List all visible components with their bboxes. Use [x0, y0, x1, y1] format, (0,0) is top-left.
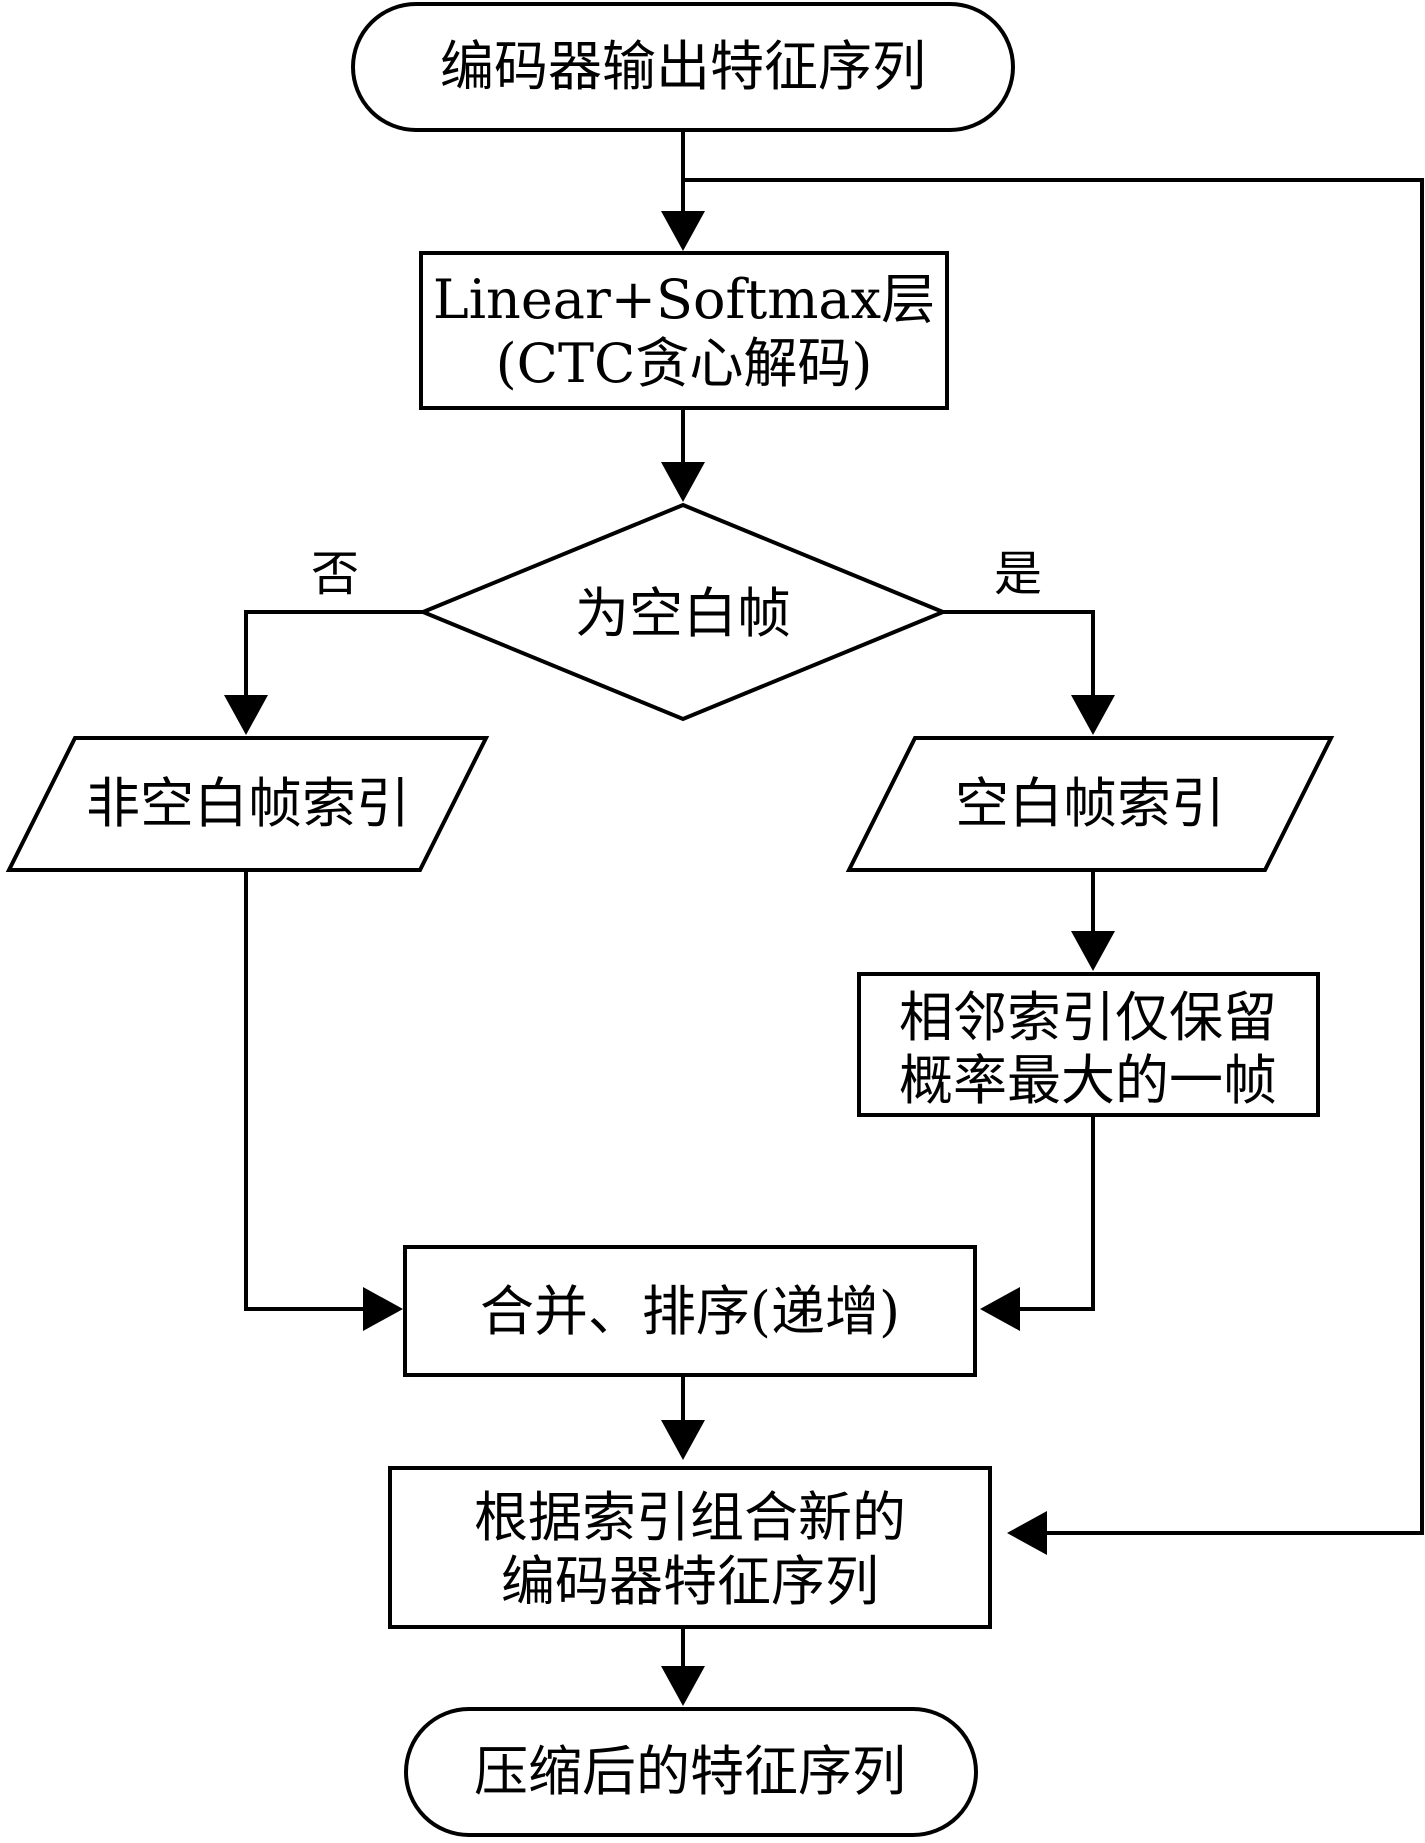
start-terminal-label: 编码器输出特征序列: [440, 35, 926, 98]
blank-index-data: 空白帧索引: [845, 736, 1335, 872]
arrowhead-to-nonblank: [224, 695, 268, 735]
arrowhead-to-decision: [661, 462, 705, 502]
merge-sort-label: 合并、排序(递增): [480, 1280, 900, 1343]
recombine-process: 根据索引组合新的 编码器特征序列: [388, 1466, 992, 1629]
linear-softmax-label-line1: Linear+Softmax层: [433, 268, 935, 331]
recombine-label-line2: 编码器特征序列: [501, 1550, 879, 1613]
branch-yes-label: 是: [994, 546, 1042, 602]
linear-softmax-process: Linear+Softmax层 (CTC贪心解码): [419, 251, 949, 410]
non-blank-index-data: 非空白帧索引: [5, 736, 490, 872]
arrowhead-to-end: [661, 1666, 705, 1706]
arrowhead-to-keepmax: [1071, 931, 1115, 971]
keep-max-prob-process: 相邻索引仅保留 概率最大的一帧: [857, 972, 1320, 1117]
arrowhead-to-linear: [661, 211, 705, 251]
linear-softmax-label-line2: (CTC贪心解码): [496, 332, 873, 395]
end-terminal: 压缩后的特征序列: [404, 1707, 978, 1837]
start-terminal: 编码器输出特征序列: [351, 2, 1015, 132]
arrowhead-to-recombine: [661, 1420, 705, 1460]
arrowhead-left-into-merge: [363, 1287, 403, 1331]
arrowhead-to-blank: [1071, 695, 1115, 735]
edge-decision-no: [244, 610, 423, 703]
branch-no-label: 否: [311, 546, 359, 602]
recombine-label-line1: 根据索引组合新的: [474, 1486, 906, 1549]
end-terminal-label: 压缩后的特征序列: [474, 1740, 906, 1803]
non-blank-index-label: 非空白帧索引: [86, 772, 410, 835]
keep-max-label-line2: 概率最大的一帧: [899, 1049, 1277, 1112]
edge-keepmax-to-merge: [1020, 1115, 1095, 1311]
arrowhead-right-into-merge: [980, 1287, 1020, 1331]
is-blank-frame-decision: 为空白帧: [417, 502, 949, 722]
keep-max-label-line1: 相邻索引仅保留: [899, 986, 1277, 1049]
blank-index-label: 空白帧索引: [955, 772, 1225, 835]
merge-sort-process: 合并、排序(递增): [403, 1245, 977, 1377]
decision-label: 为空白帧: [575, 582, 791, 645]
arrowhead-feedback-into-recombine: [1007, 1511, 1047, 1555]
edge-decision-yes: [943, 610, 1095, 703]
edge-nonblank-to-merge: [244, 870, 365, 1311]
edge-feedback-loop: [683, 178, 1424, 1535]
